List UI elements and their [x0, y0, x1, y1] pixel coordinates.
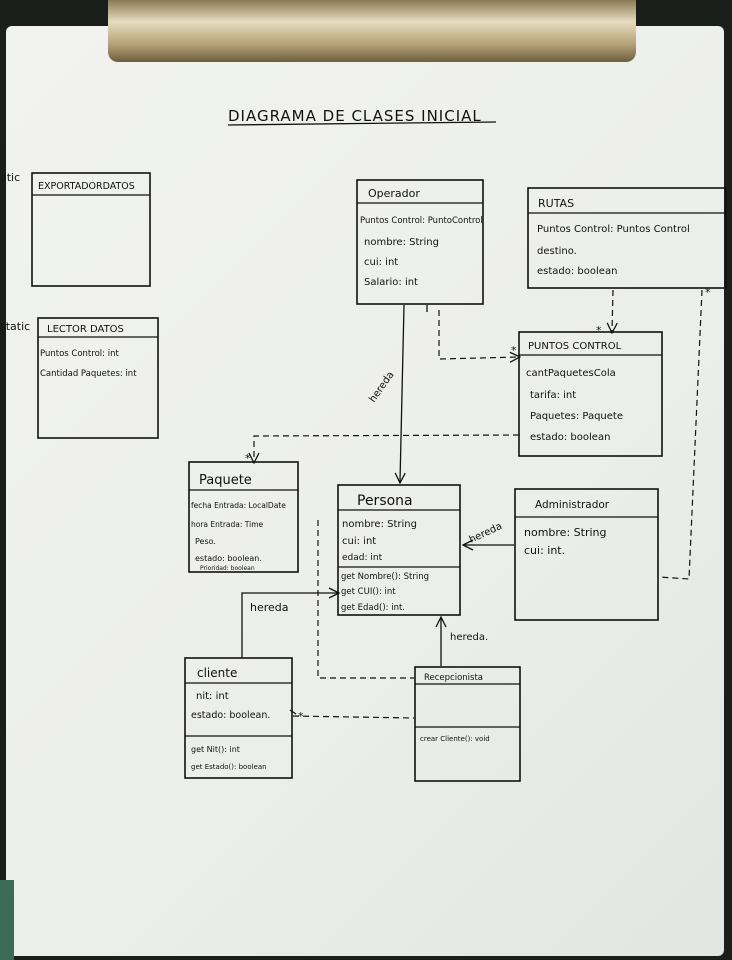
attribute: edad: int — [342, 553, 383, 563]
attribute: tarifa: int — [530, 390, 576, 401]
class-box — [184, 657, 293, 779]
tick-cliente — [289, 709, 297, 715]
attribute: Puntos Control: PuntoControl — [360, 216, 483, 226]
margin-word-mid: static — [0, 320, 30, 333]
assoc-puntos-paquete — [254, 434, 520, 462]
attribute: nombre: String — [364, 237, 439, 248]
attribute: cui: int — [342, 536, 376, 547]
class-name: Paquete — [199, 473, 252, 488]
attribute: cantPaquetesCola — [526, 368, 616, 379]
assoc-operador-puntos — [438, 310, 519, 359]
label-hereda-operador: hereda — [367, 370, 396, 405]
class-name: Administrador — [535, 499, 610, 511]
inheritance-operador-persona — [400, 304, 404, 482]
title-underline — [227, 121, 497, 126]
label-hereda-cliente: hereda — [250, 601, 289, 614]
attribute: Cantidad Paquetes: int — [40, 369, 137, 379]
background-fabric — [0, 880, 14, 960]
attribute: Prioridad: boolean — [200, 565, 255, 572]
assoc-rutas-admin — [658, 289, 703, 580]
class-cliente: cliente nit: int estado: boolean. get Ni… — [184, 657, 293, 779]
assoc-paquete-recep — [317, 520, 414, 679]
class-name: Recepcionista — [424, 673, 483, 683]
attribute: hora Entrada: Time — [191, 520, 264, 529]
class-box — [514, 488, 659, 621]
mult-star-cliente: * — [298, 710, 304, 723]
attribute: estado: boolean. — [191, 710, 270, 721]
method: get Nit(): int — [191, 745, 240, 754]
attribute: Paquetes: Paquete — [530, 411, 623, 422]
class-administrador: Administrador nombre: String cui: int. — [514, 488, 659, 621]
class-name: EXPORTADORDATOS — [38, 181, 135, 192]
attribute: cui: int — [364, 257, 398, 268]
class-recepcionista: Recepcionista crear Cliente(): void — [414, 666, 521, 782]
mult-star-paquete: * — [245, 452, 251, 465]
mult-star-puntos: * — [596, 324, 602, 337]
method: get CUI(): int — [341, 587, 396, 597]
attribute: Puntos Control: int — [40, 349, 119, 359]
class-puntos-control: PUNTOS CONTROL cantPaquetesCola tarifa: … — [518, 331, 663, 457]
margin-word-top: atic — [0, 171, 20, 184]
attribute: estado: boolean — [537, 266, 617, 277]
attribute: Salario: int — [364, 277, 418, 288]
attribute: Peso. — [195, 537, 216, 546]
class-exportador-datos: EXPORTADORDATOS — [31, 172, 151, 287]
label-hereda-admin: hereda — [468, 521, 504, 546]
class-name: cliente — [197, 666, 237, 680]
class-box — [356, 179, 484, 305]
method: get Estado(): boolean — [191, 763, 267, 771]
class-box — [527, 187, 727, 289]
clipboard-clip — [108, 0, 636, 62]
attribute: fecha Entrada: LocalDate — [191, 501, 286, 510]
class-persona: Persona nombre: String cui: int edad: in… — [337, 484, 461, 616]
class-name: Operador — [368, 187, 420, 200]
method: crear Cliente(): void — [420, 735, 490, 743]
attribute: nit: int — [196, 691, 229, 702]
class-box — [518, 331, 663, 457]
attribute: Puntos Control: Puntos Control — [537, 224, 690, 235]
method: get Edad(): int. — [341, 603, 405, 613]
inheritance-cliente-persona — [241, 593, 338, 658]
paper-sheet — [6, 26, 724, 956]
assoc-rutas-puntos — [612, 289, 613, 332]
class-box — [414, 666, 521, 782]
class-rutas: RUTAS Puntos Control: Puntos Control des… — [527, 187, 727, 289]
class-paquete: Paquete fecha Entrada: LocalDate hora En… — [188, 461, 299, 573]
attribute: estado: boolean — [530, 432, 610, 443]
mult-star-puntos-left: * — [511, 344, 517, 357]
attribute: estado: boolean. — [195, 554, 262, 563]
method: get Nombre(): String — [341, 572, 429, 582]
assoc-cliente-recep — [292, 715, 415, 719]
attribute: cui: int. — [524, 544, 565, 557]
class-box — [31, 172, 151, 287]
class-name: RUTAS — [538, 197, 574, 210]
attribute: nombre: String — [524, 526, 606, 539]
label-hereda-recep: hereda. — [450, 632, 488, 643]
class-box — [188, 461, 299, 573]
mult-star-rutas: * — [705, 286, 711, 299]
diagram-title: DIAGRAMA DE CLASES INICIAL — [228, 107, 482, 125]
class-name: Persona — [357, 493, 413, 509]
class-operador: Operador Puntos Control: PuntoControl no… — [356, 179, 484, 305]
class-name: PUNTOS CONTROL — [528, 341, 622, 352]
class-box — [37, 317, 159, 439]
attribute: nombre: String — [342, 519, 417, 530]
class-name: LECTOR DATOS — [47, 324, 124, 335]
class-lector-datos: LECTOR DATOS Puntos Control: int Cantida… — [37, 317, 159, 439]
class-box — [337, 484, 461, 616]
attribute: destino. — [537, 246, 577, 257]
